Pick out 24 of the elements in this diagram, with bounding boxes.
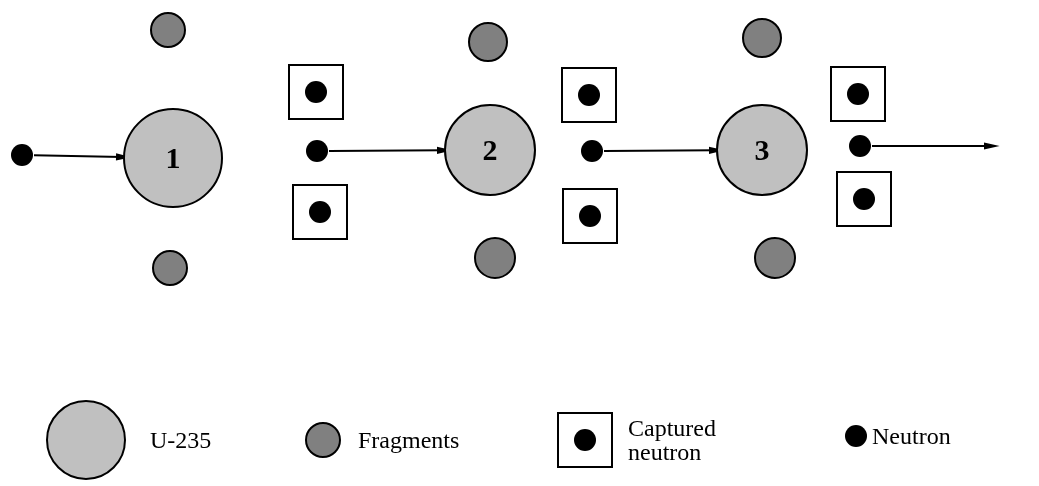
legend-label: Neutron bbox=[872, 424, 952, 448]
nucleus-number: 1 bbox=[165, 141, 181, 174]
legend-label: U-235 bbox=[150, 428, 213, 452]
arrow bbox=[871, 142, 1000, 150]
nucleus-number: 2 bbox=[482, 133, 498, 166]
neutron-dot bbox=[581, 140, 603, 162]
captured-neutron-box bbox=[561, 67, 617, 123]
captured-neutron-box bbox=[292, 184, 348, 240]
neutron-dot bbox=[306, 140, 328, 162]
legend-label: Fragments bbox=[358, 428, 461, 452]
captured-neutron-box bbox=[830, 66, 886, 122]
nucleus-number: 3 bbox=[754, 133, 770, 166]
captured-neutron-box bbox=[288, 64, 344, 120]
captured-neutron-box bbox=[836, 171, 892, 227]
fragment-circle bbox=[754, 237, 796, 279]
fragment-circle bbox=[468, 22, 508, 62]
fragment-circle bbox=[150, 12, 186, 48]
fragment-circle bbox=[742, 18, 782, 58]
neutron-dot bbox=[849, 135, 871, 157]
captured-neutron-box bbox=[562, 188, 618, 244]
legend-label: Captured neutron bbox=[628, 416, 717, 464]
neutron-dot bbox=[11, 144, 33, 166]
fragment-circle bbox=[152, 250, 188, 286]
fragment-circle bbox=[474, 237, 516, 279]
